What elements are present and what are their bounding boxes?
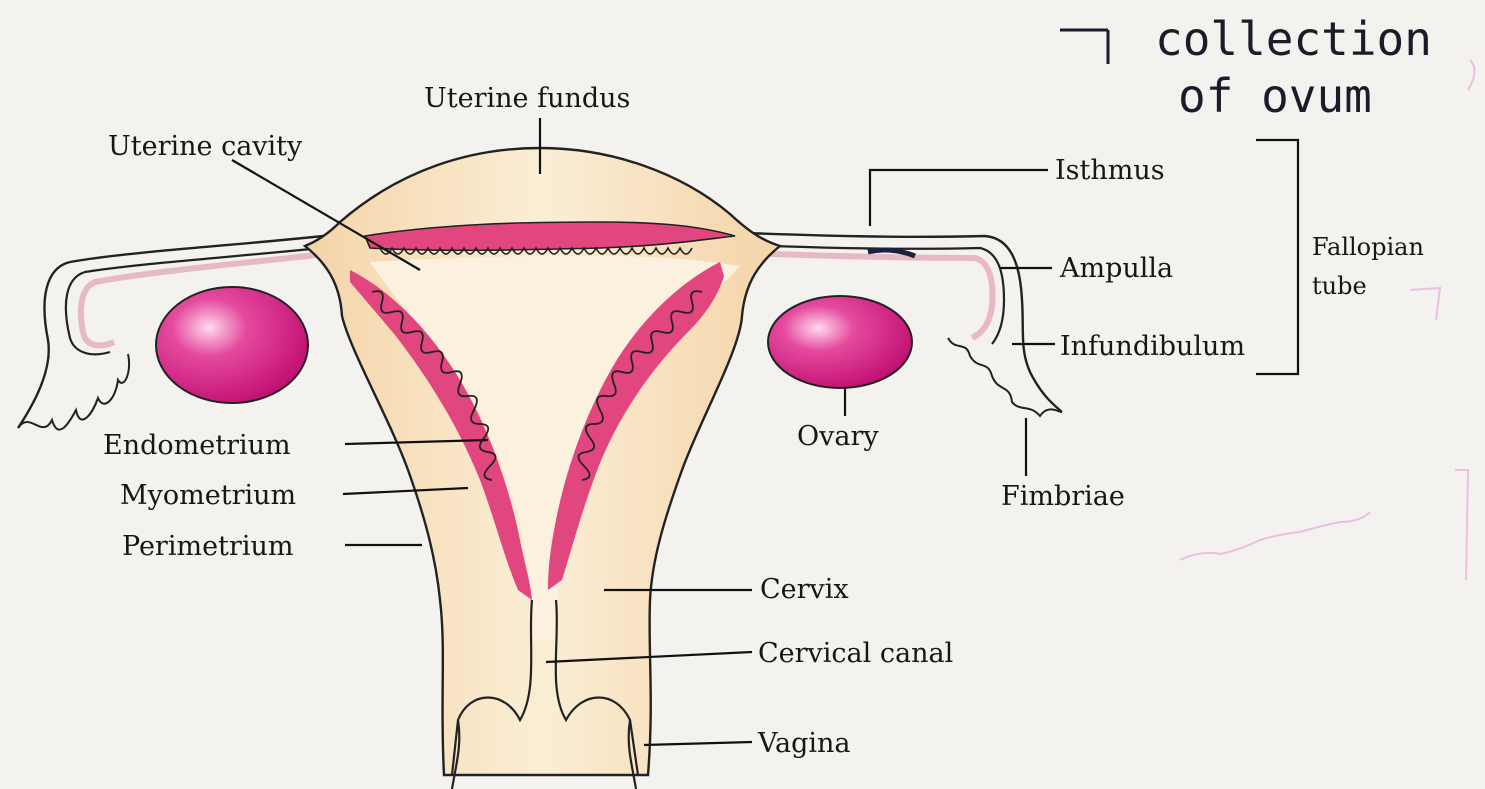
fimbriae-left xyxy=(18,354,129,430)
label-tube: tube xyxy=(1312,272,1367,300)
label-endometrium: Endometrium xyxy=(103,430,291,461)
label-ampulla: Ampulla xyxy=(1059,253,1173,284)
handwritten-note-line2: of ovum xyxy=(1178,69,1372,123)
label-myometrium: Myometrium xyxy=(120,480,296,511)
fimbriae-right xyxy=(948,338,1062,416)
label-fallopian: Fallopian xyxy=(1312,233,1424,261)
label-infundibulum: Infundibulum xyxy=(1060,331,1245,362)
label-vagina: Vagina xyxy=(757,728,851,759)
label-uterine-fundus: Uterine fundus xyxy=(424,83,630,114)
label-perimetrium: Perimetrium xyxy=(122,531,293,562)
label-isthmus: Isthmus xyxy=(1055,155,1165,186)
label-fimbriae: Fimbriae xyxy=(1001,481,1125,512)
label-ovary: Ovary xyxy=(797,421,879,452)
ovary-left xyxy=(156,287,308,403)
label-cervical-canal: Cervical canal xyxy=(758,638,953,669)
handwritten-note-line1: collection xyxy=(1155,12,1432,66)
pink-pencil-marks xyxy=(1180,60,1475,580)
ovary-right xyxy=(768,296,912,388)
label-uterine-cavity: Uterine cavity xyxy=(108,131,303,162)
label-cervix: Cervix xyxy=(760,574,849,605)
